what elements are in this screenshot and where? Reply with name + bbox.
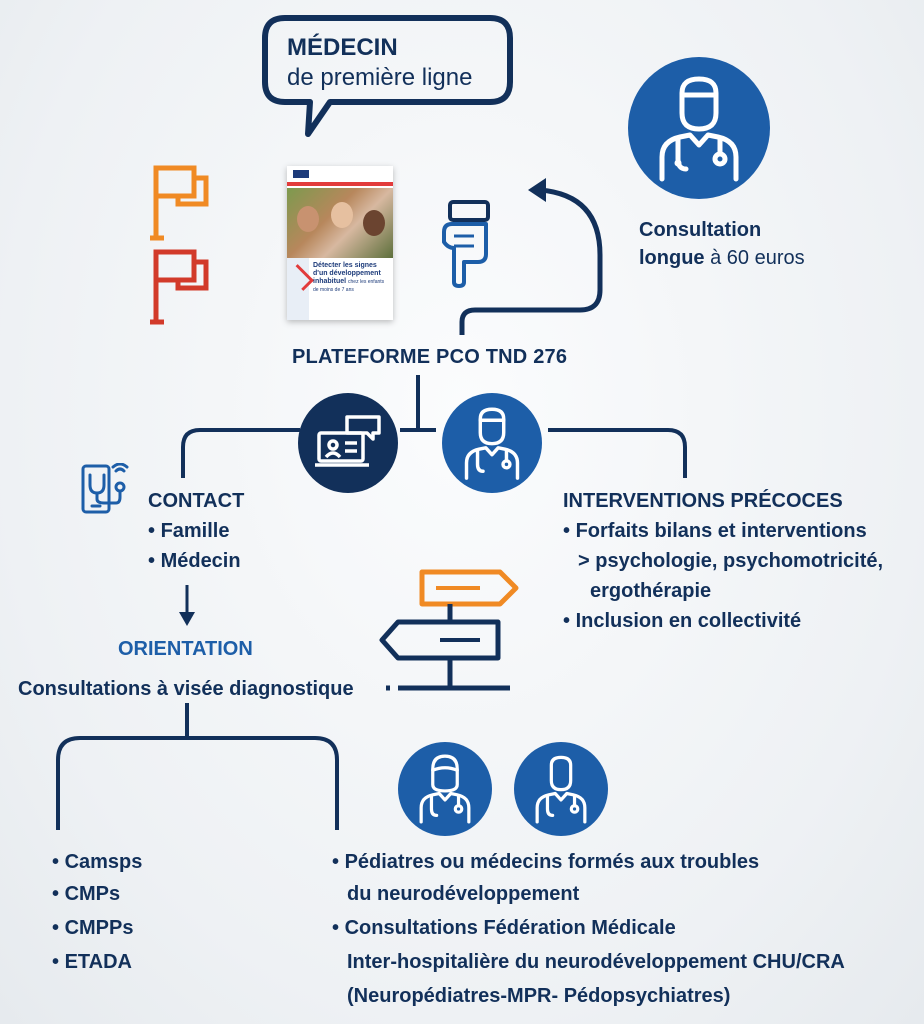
contact-item-medecin: Médecin xyxy=(148,548,241,574)
structure-item-cmpps: CMPPs xyxy=(52,915,134,941)
bubble-title: MÉDECIN xyxy=(287,34,398,61)
specialist-item-federation-detail: (Neuropédiatres-MPR- Pédopsychiatres) xyxy=(347,985,731,1007)
consultation-line1: Consultation xyxy=(639,219,762,241)
brochure-title-2: d'un développement xyxy=(313,270,381,277)
interventions-item-forfaits: Forfaits bilans et interventions xyxy=(563,518,867,544)
doctor-circle xyxy=(628,57,770,199)
brochure-logo xyxy=(293,170,309,178)
orientation-subtitle: Consultations à visée diagnostique xyxy=(18,678,354,700)
contact-item-famille: Famille xyxy=(148,518,230,544)
phone-stethoscope-icon xyxy=(81,463,129,514)
consultation-longue: longue xyxy=(639,247,705,269)
interventions-sub-psychologie: > psychologie, psychomotricité, xyxy=(578,550,884,572)
doctor-circle-small xyxy=(442,393,542,493)
specialist-item-federation-cont: Inter-hospitalière du neurodéveloppement… xyxy=(347,951,845,973)
contact-title: CONTACT xyxy=(148,490,245,512)
structure-item-etada: ETADA xyxy=(52,949,132,975)
signpost-icon xyxy=(379,569,519,691)
doctor-icon xyxy=(464,407,520,480)
specialist-item-pediatres-cont: du neurodéveloppement xyxy=(347,883,580,905)
hand-pointing-icon xyxy=(442,200,490,288)
brochure-title-3: inhabituel xyxy=(313,278,347,285)
doctor-icon xyxy=(535,755,587,824)
pediatrician-circle xyxy=(398,742,492,836)
orientation-title: ORIENTATION xyxy=(118,638,253,660)
computer-circle xyxy=(298,393,398,493)
doctor-icon xyxy=(659,76,739,182)
consultation-text: Consultation longue à 60 euros xyxy=(639,217,805,271)
brochure: Détecter les signes d'un développement i… xyxy=(287,166,393,320)
red-flag-icon xyxy=(150,249,209,325)
computer-chat-icon xyxy=(315,415,381,467)
interventions-sub-ergotherapie: ergothérapie xyxy=(590,580,712,602)
platform-label: PLATEFORME PCO TND 276 xyxy=(292,346,568,368)
specialist-circle xyxy=(514,742,608,836)
flag-icons xyxy=(150,165,209,325)
brochure-photo xyxy=(287,188,393,258)
specialist-item-federation: Consultations Fédération Médicale xyxy=(332,915,676,941)
orange-flag-icon xyxy=(150,165,209,241)
consultation-price: à 60 euros xyxy=(704,247,805,269)
structure-item-camsps: Camsps xyxy=(52,849,143,875)
bubble-subtitle: de première ligne xyxy=(287,64,473,91)
brochure-title-rest: chez les enfants de moins de 7 ans xyxy=(313,279,385,293)
interventions-title: INTERVENTIONS PRÉCOCES xyxy=(563,490,843,512)
structure-item-cmps: CMPs xyxy=(52,881,121,907)
interventions-item-inclusion: Inclusion en collectivité xyxy=(563,608,802,634)
specialist-item-pediatres: Pédiatres ou médecins formés aux trouble… xyxy=(332,849,760,875)
female-doctor-icon xyxy=(419,754,471,824)
brochure-title-1: Détecter les signes xyxy=(313,262,377,269)
